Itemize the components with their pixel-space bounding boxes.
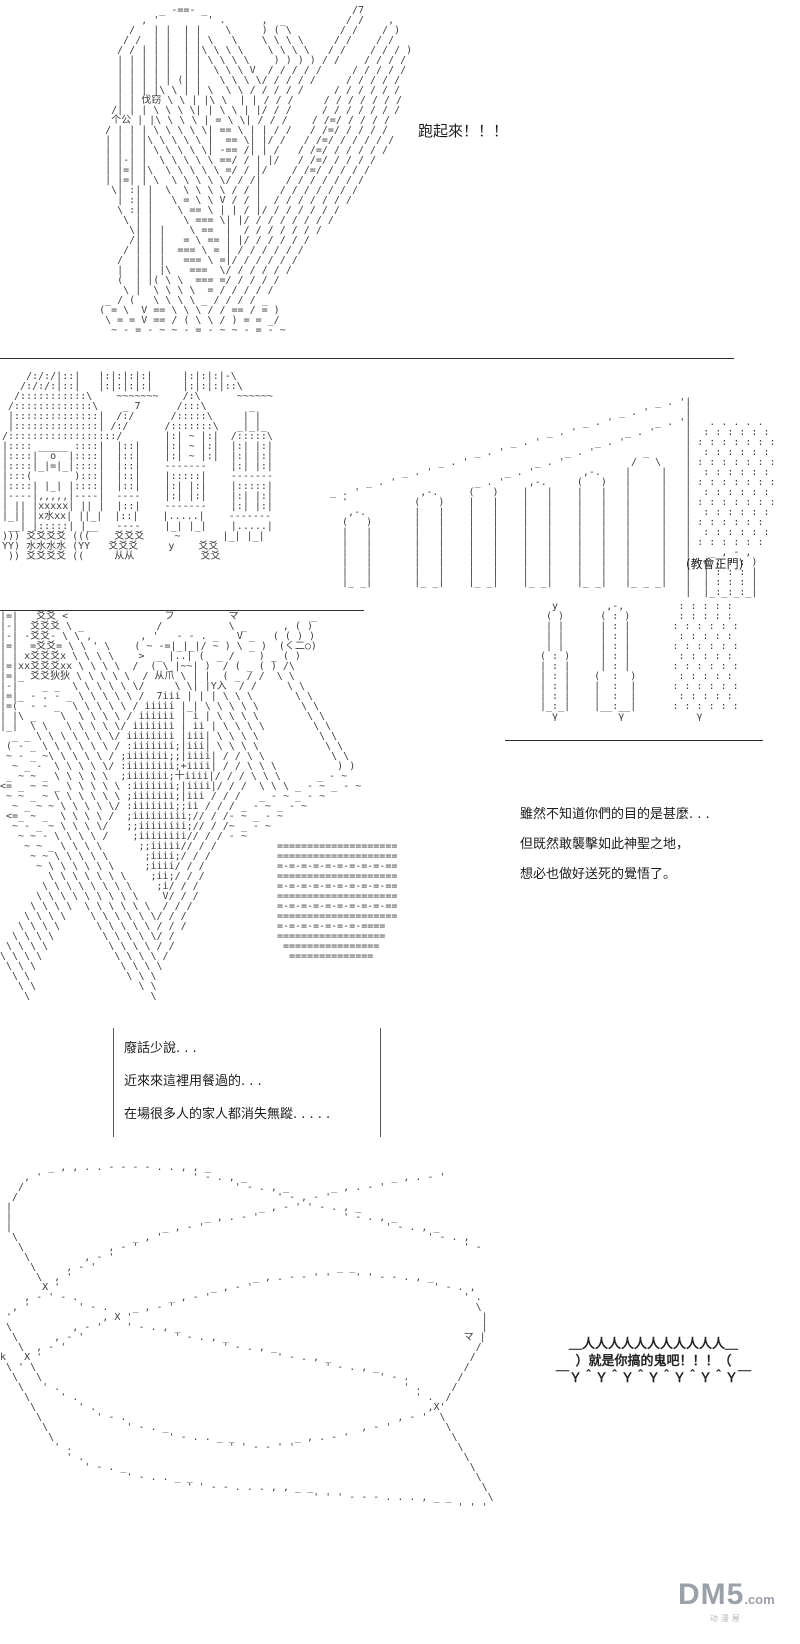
speech-run-shout: 跑起來！！！ [418, 122, 509, 140]
dm5-logo-text: DM5 [678, 1578, 745, 1611]
dialog-quote-box: 廢話少說. . . 近來來這裡用餐過的. . . 在場很多人的家人都消失無蹤. … [113, 1028, 381, 1137]
ascii-art-street-crossing: |=| 爻爻 < フ マ _ |-| 爻爻爻 \ _ / \ _ , ( ) |… [0, 611, 398, 1002]
ascii-art-church-building: /:/:/|::| |:|:|:|:| |:|:|:|-\ /:/:/:|::|… [2, 371, 273, 562]
ascii-art-colonnade-wall: _ . '| _ . ' | _ . ' _ . '| . . . . . _ … [330, 397, 776, 598]
dm5-logo-subtitle: 动漫屋 [709, 1614, 743, 1623]
ascii-art-impact-swirls: _ , , . . - - - - . . , , _ , ' ' - . , … [0, 1162, 494, 1513]
dm5-logo-tld: .com [744, 1592, 775, 1607]
ground-line-right [505, 740, 763, 741]
caption-church-gate: (教會正門) [686, 557, 744, 571]
dialog-quote-lines: 廢話少說. . . 近來來這裡用餐過的. . . 在場很多人的家人都消失無蹤. … [124, 1041, 331, 1122]
dm5-watermark: DM5.com 动漫屋 [678, 1578, 775, 1624]
ground-line-left [0, 610, 364, 611]
shout-bubble: ＿人人人人人人人人人人人＿ ）就是你搞的鬼吧！！！（ ￣Ｙ＾Ｙ＾Ｙ＾Ｙ＾Ｙ＾Ｙ＾… [556, 1337, 752, 1386]
panel-divider-line [0, 358, 734, 359]
speech-priest-warning: 雖然不知道你們的目的是甚麼. . . 但既然敢襲擊如此神聖之地， 想必也做好送死… [520, 807, 710, 882]
ascii-art-running-figure: _ -==- _ /7 , ' ' . , _ / / , / | | | | … [99, 5, 413, 336]
ascii-art-gate-columns: y ,-, : : : : : ( ) ( : ) : : : : : | | … [540, 601, 739, 722]
